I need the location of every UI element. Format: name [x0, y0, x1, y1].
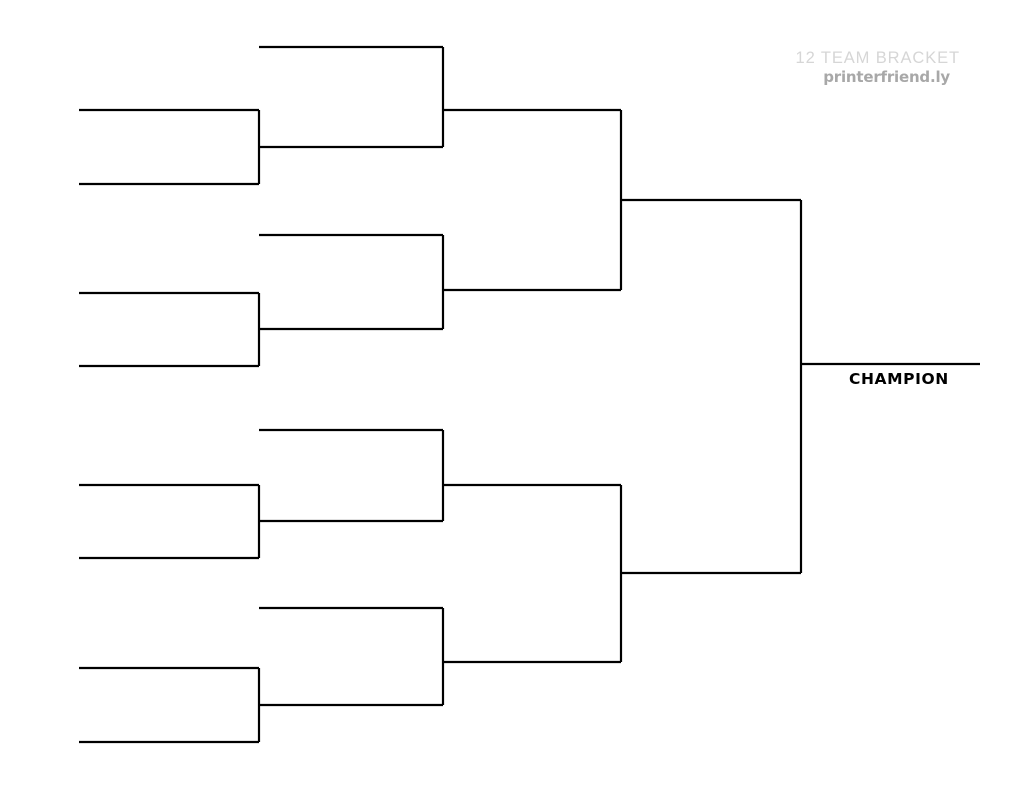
watermark: 12 TEAM BRACKET printerfriend.ly — [796, 50, 961, 85]
champion-label: CHAMPION — [849, 370, 949, 388]
final-group — [621, 198, 803, 575]
round-1-group — [79, 108, 261, 744]
semifinal-group — [443, 108, 623, 664]
watermark-title: 12 TEAM BRACKET — [795, 49, 960, 67]
round-2-group — [259, 45, 445, 707]
watermark-brand: printerfriend.ly — [823, 67, 950, 86]
